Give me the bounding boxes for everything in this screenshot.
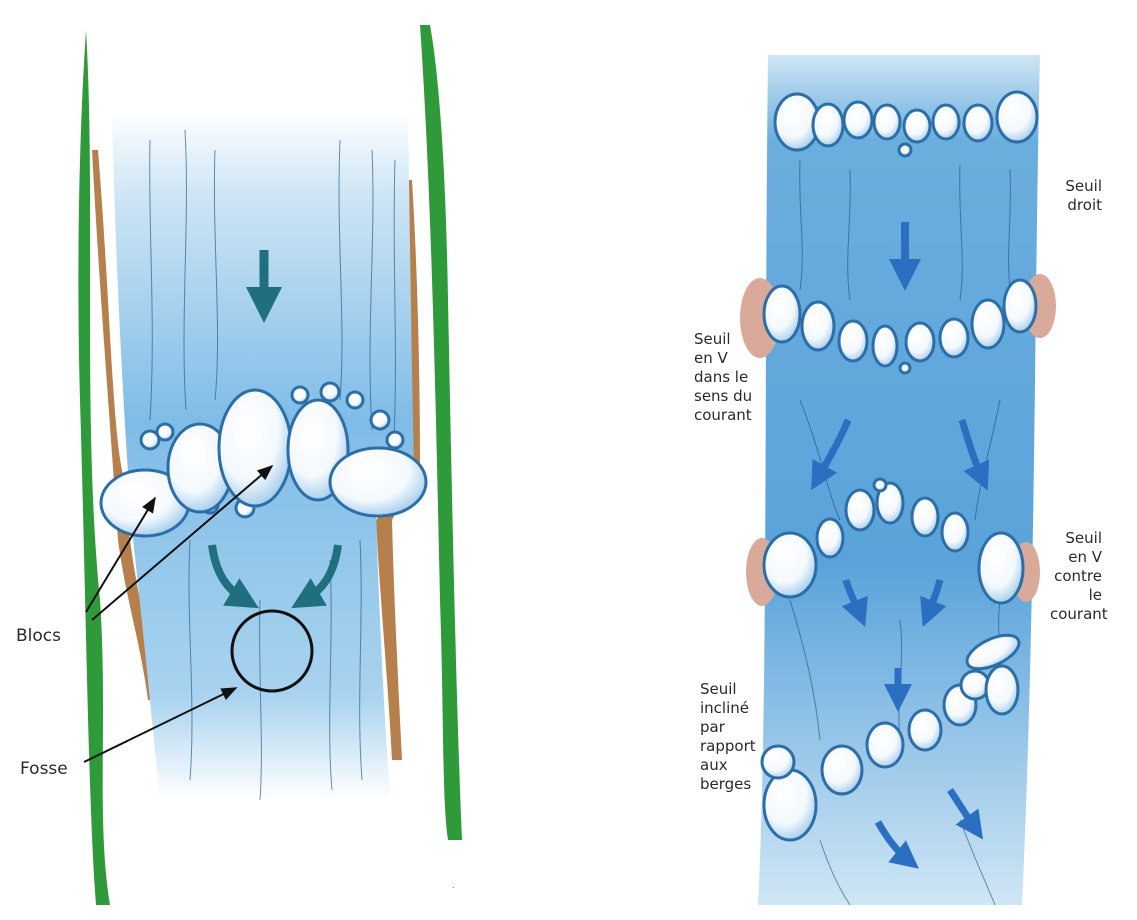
seuil-incline-label: Seuil incliné par rapport aux berges [700,680,756,794]
seuil-v-courant-line-5: courant [694,406,752,425]
seuil-incline-line-3: par [700,718,756,737]
seuil-v-courant-line-4: sens du [694,387,752,406]
seuil-v-courant-line-3: dans le [694,368,752,387]
seuil-v-contre-line-5: courant [1050,605,1102,624]
seuil-incline-line-5: aux [700,756,756,775]
blocs-label: Blocs [16,627,61,646]
seuil-v-contre-label: Seuil en V contre le courant [1050,529,1102,624]
left-panel [78,25,462,905]
seuil-incline-line-2: incliné [700,699,756,718]
seuil-v-contre-line-4: le [1050,586,1102,605]
right-bank-grass [420,25,462,840]
seuil-incline-line-4: rapport [700,737,756,756]
right-panel [740,55,1056,905]
seuil-v-courant-line-2: en V [694,349,752,368]
seuil-droit-line-2: droit [1056,196,1102,215]
seuil-v-contre-line-1: Seuil [1050,529,1102,548]
seuil-incline-line-1: Seuil [700,680,756,699]
seuil-v-courant-label: Seuil en V dans le sens du courant [694,330,752,425]
seuil-v-courant-line-1: Seuil [694,330,752,349]
seuil-droit-line-1: Seuil [1056,177,1102,196]
svg-text:.: . [452,881,455,890]
fosse-label: Fosse [20,760,68,779]
seuil-v-contre-line-3: contre [1050,567,1102,586]
seuil-incline-line-6: berges [700,775,756,794]
seuil-v-contre-line-2: en V [1050,548,1102,567]
seuil-droit-label: Seuil droit [1056,177,1102,215]
